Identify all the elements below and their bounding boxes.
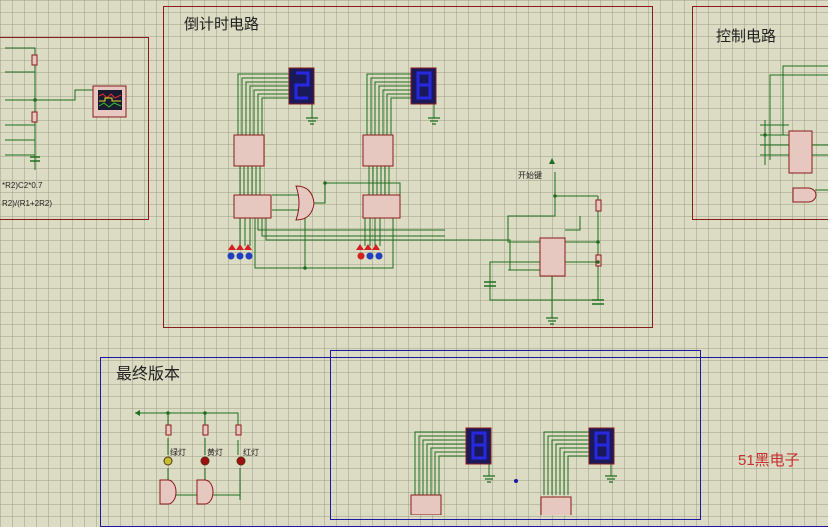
formula-label-2: R2)/(R1+2R2): [2, 199, 53, 208]
countdown-circuit-frame: [163, 6, 653, 328]
final-version-title: 最终版本: [116, 366, 181, 383]
start-key-label: 开始键: [518, 171, 542, 180]
control-circuit-title: 控制电路: [716, 28, 777, 45]
left-circuit-frame: [0, 37, 149, 220]
formula-label-1: *R2)C2*0.7: [2, 181, 43, 190]
oscilloscope-icon: [98, 90, 122, 110]
yellow-light-label: 黄灯: [207, 448, 223, 457]
control-circuit-frame: [692, 6, 828, 220]
schematic-canvas: [5, 47, 828, 515]
brand-watermark: 51黑电子: [738, 452, 800, 469]
red-light-label: 红灯: [243, 448, 259, 457]
countdown-circuit-title: 倒计时电路: [184, 16, 260, 33]
green-light-label: 绿灯: [170, 448, 186, 457]
